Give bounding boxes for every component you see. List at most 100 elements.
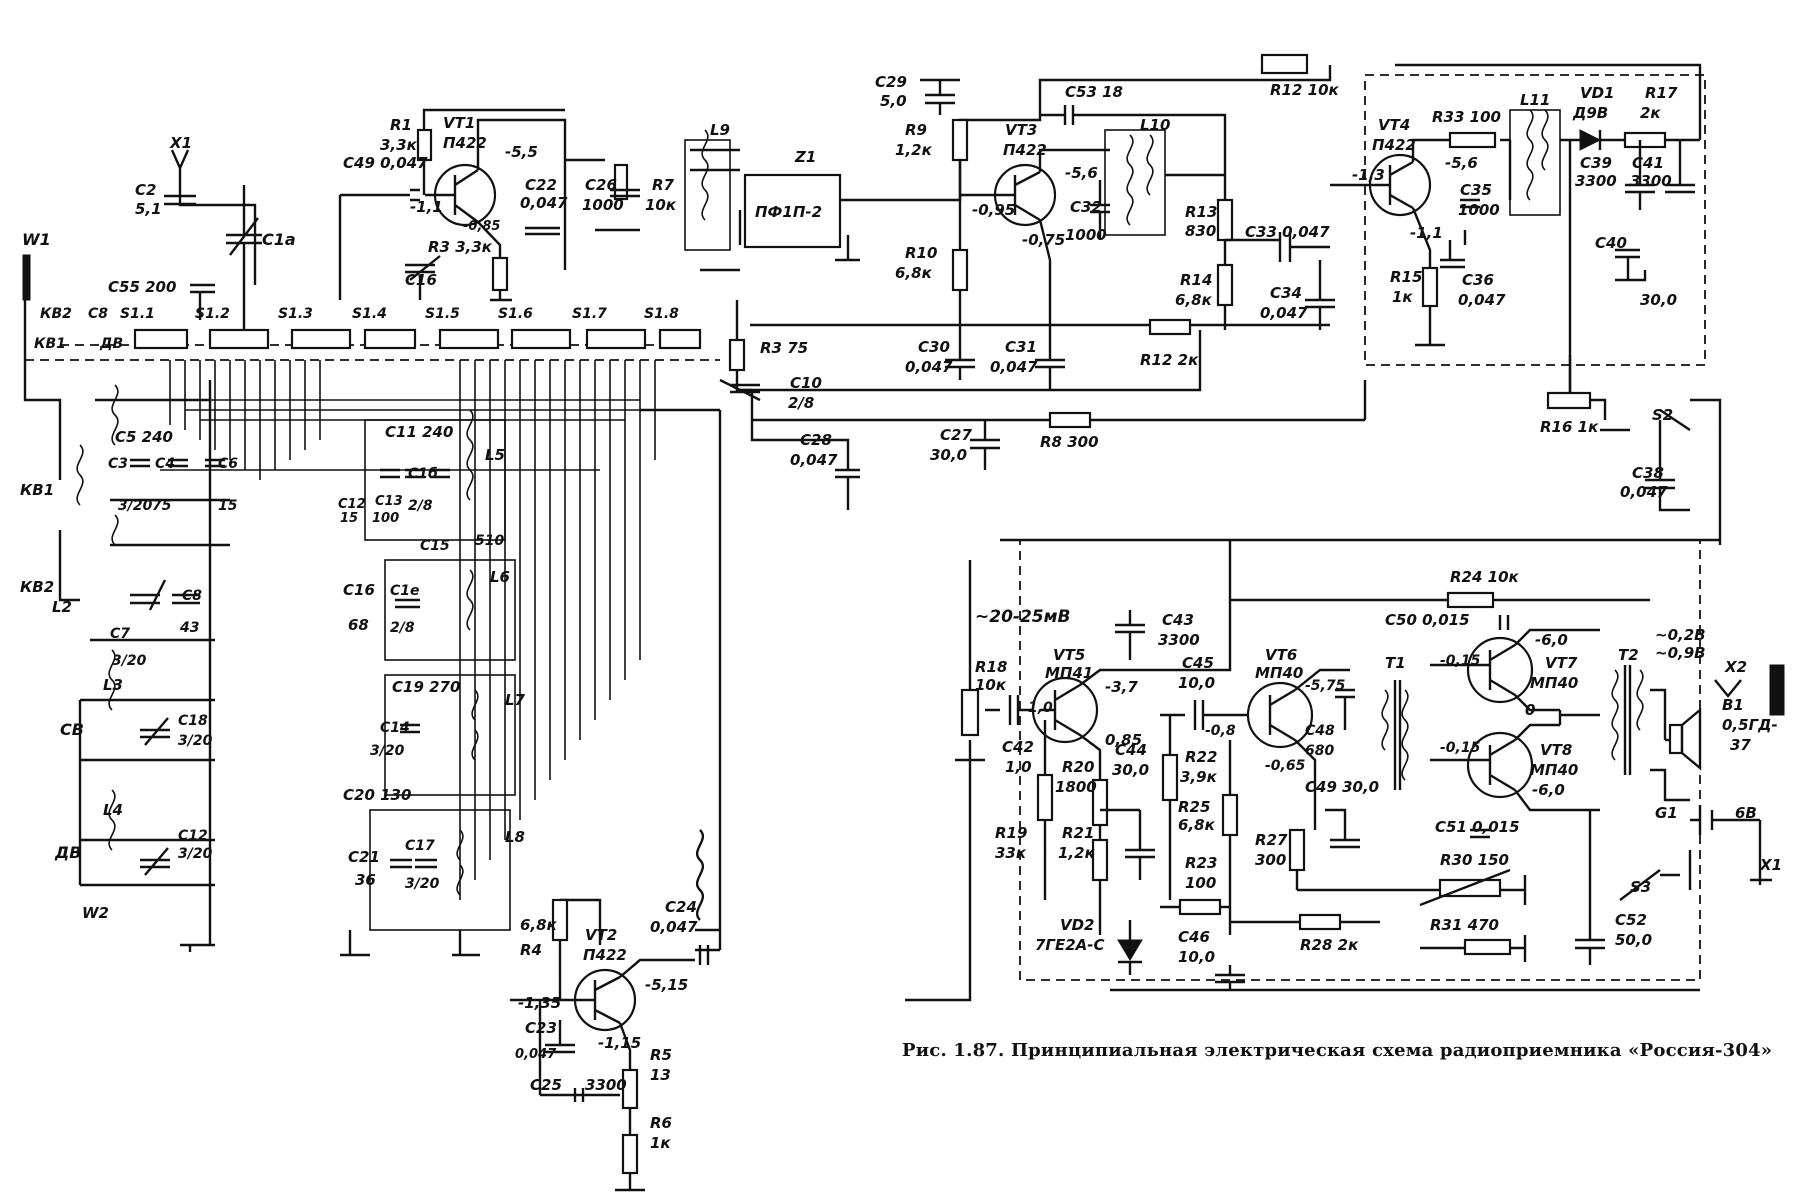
- label-vt6b: -0,8: [1205, 723, 1236, 739]
- label-r16: R16 1к: [1540, 418, 1599, 436]
- label-s2: S2: [1652, 406, 1673, 424]
- label-l6: L6: [490, 568, 510, 586]
- label-r18: R18: [975, 658, 1007, 676]
- label-vt3b: -0,95: [972, 201, 1015, 219]
- label-c26v: 1000: [582, 196, 624, 214]
- label-vt2t: П422: [583, 946, 627, 964]
- label-l10: L10: [1140, 116, 1170, 134]
- label-c6: C6: [218, 456, 238, 472]
- label-c19: C19 270: [392, 678, 460, 696]
- label-c29v: 5,0: [880, 92, 907, 110]
- label-r4: R4: [520, 941, 542, 959]
- label-b1t2: 37: [1730, 736, 1751, 754]
- label-c25v: 3300: [585, 1076, 627, 1094]
- label-c6v: 15: [218, 498, 238, 514]
- label-t1: T1: [1385, 654, 1406, 672]
- label-vd2t: 7ГЕ2А-С: [1035, 936, 1105, 954]
- label-kb1b: КВ1: [20, 481, 54, 499]
- label-w1: W1: [22, 230, 51, 249]
- label-r10v: 6,8к: [895, 264, 933, 282]
- label-r19: R19: [995, 824, 1027, 842]
- label-c36: C36: [1462, 271, 1494, 289]
- label-c50: C50 0,015: [1385, 611, 1470, 629]
- label-r24: R24 10к: [1450, 568, 1520, 586]
- label-c12b: C12: [338, 497, 366, 512]
- label-l5: L5: [485, 446, 505, 464]
- label-c18v: 3/20: [178, 733, 213, 749]
- label-vt7: VT7: [1545, 654, 1578, 672]
- label-c55: C55 200: [108, 278, 176, 296]
- antenna-x1: [170, 149, 257, 285]
- label-c22v: 0,047: [520, 194, 568, 212]
- label-c41v: 3300: [1630, 172, 1672, 190]
- label-vt7b: -0,15: [1440, 653, 1481, 669]
- label-vt4b: -1,3: [1352, 166, 1385, 184]
- antenna-w1: [22, 254, 31, 301]
- label-c42v: 1,0: [1005, 758, 1032, 776]
- label-b1: B1: [1722, 696, 1744, 714]
- label-r25v: 6,8к: [1178, 816, 1216, 834]
- label-b1t: 0,5ГД-: [1722, 716, 1778, 734]
- label-c45v: 10,0: [1178, 674, 1215, 692]
- label-r20v: 1800: [1055, 778, 1097, 796]
- label-vt1b: -1,1: [410, 198, 443, 216]
- label-s3: S3: [1630, 878, 1651, 896]
- label-r20: R20: [1062, 758, 1094, 776]
- label-c2v: 5,1: [135, 200, 162, 218]
- label-r3b: R3 75: [760, 339, 808, 357]
- label-s15: S1.5: [425, 306, 460, 322]
- label-c36v: 0,047: [1458, 291, 1506, 309]
- label-c40v: 30,0: [1640, 291, 1677, 309]
- label-r25: R25: [1178, 798, 1210, 816]
- label-c31v: 0,047: [990, 358, 1038, 376]
- label-c35: C35: [1460, 181, 1492, 199]
- label-c43v: 3300: [1158, 631, 1200, 649]
- label-vt5b: 1,0: [1028, 700, 1053, 716]
- label-c31: C31: [1005, 338, 1037, 356]
- label-c21v: 36: [355, 871, 376, 889]
- label-c18: C18: [178, 713, 208, 729]
- label-c33: C33 0,047: [1245, 223, 1330, 241]
- label-r19v: 33к: [995, 844, 1027, 862]
- label-c20: C20 130: [343, 786, 411, 804]
- label-c11: C11 240: [385, 423, 453, 441]
- label-c30v: 0,047: [905, 358, 953, 376]
- label-s16: S1.6: [498, 306, 533, 322]
- label-vt8c: -6,0: [1532, 781, 1565, 799]
- label-c4v: 75: [152, 498, 172, 514]
- label-vt1c: -5,5: [505, 143, 538, 161]
- label-r21v: 1,2к: [1058, 844, 1096, 862]
- label-v02: ~0,2В: [1655, 626, 1706, 644]
- label-vt2: VT2: [585, 926, 617, 944]
- label-zero: 0: [1525, 701, 1535, 719]
- label-l7: L7: [505, 691, 526, 709]
- label-r6: R6: [650, 1114, 672, 1132]
- label-c40: C40: [1595, 234, 1627, 252]
- label-c16b: C16: [343, 581, 375, 599]
- label-vt8t: МП40: [1530, 761, 1578, 779]
- label-c1ev: 2/8: [390, 620, 415, 636]
- label-c8a: C8: [88, 306, 108, 322]
- label-vt4c: -5,6: [1445, 154, 1478, 172]
- label-c45: C45: [1182, 654, 1214, 672]
- label-vt3: VT3: [1005, 121, 1037, 139]
- label-r7: R7: [652, 176, 675, 194]
- label-c38: C38: [1632, 464, 1664, 482]
- label-kb2a: КВ2: [40, 306, 72, 322]
- label-r17v: 2к: [1640, 104, 1661, 122]
- label-vt5e: 0,85: [1105, 731, 1142, 749]
- label-c48v: 680: [1305, 743, 1334, 759]
- label-v6: 6В: [1735, 804, 1757, 822]
- label-c32v: 1000: [1065, 226, 1107, 244]
- label-vt3c: -5,6: [1065, 164, 1098, 182]
- label-c14: C14: [380, 720, 410, 736]
- label-c15: C15: [420, 538, 450, 554]
- label-r1: R1: [390, 116, 412, 134]
- transistor-vt6: [1246, 681, 1314, 749]
- label-s13: S1.3: [278, 306, 313, 322]
- label-c12v: 3/20: [178, 846, 213, 862]
- label-r3: R3 3,3к: [428, 238, 493, 256]
- label-r14v: 6,8к: [1175, 291, 1213, 309]
- label-c2: C2: [135, 181, 156, 199]
